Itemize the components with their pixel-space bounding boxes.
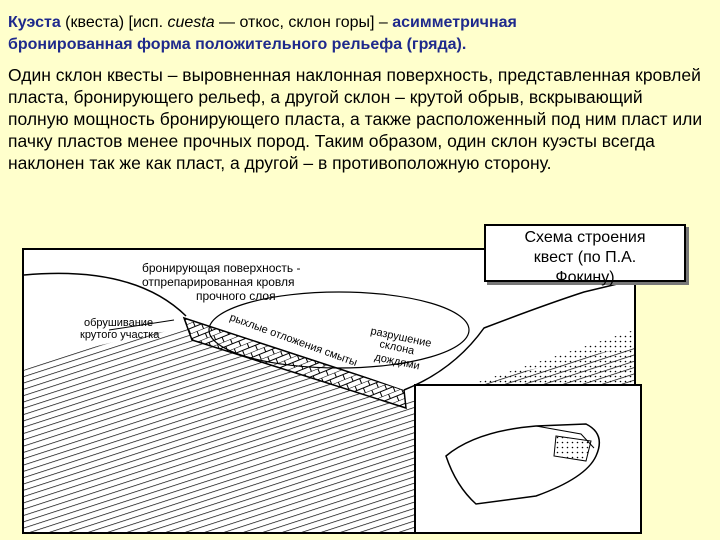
title-definition-2: бронированная форма положительного релье… bbox=[8, 36, 467, 53]
description-paragraph: Один склон квесты – выровненная наклонна… bbox=[8, 65, 703, 173]
label-collapse-2: крутого участка bbox=[80, 329, 160, 341]
inset-sketch bbox=[414, 384, 642, 534]
title-cuesta: cuesta bbox=[167, 14, 215, 31]
slope-outline bbox=[403, 279, 634, 391]
title-definition-1: асимметричная bbox=[392, 14, 517, 31]
diagram-caption: Схема строения квест (по П.А. Фокину) bbox=[484, 224, 686, 286]
label-armor-2: отпрепарированная кровля bbox=[142, 275, 295, 289]
caption-line-3: Фокину) bbox=[555, 269, 615, 286]
caption-line-1: Схема строения bbox=[524, 229, 646, 246]
inset-dotted bbox=[553, 435, 592, 462]
label-armor-1: бронирующая поверхность - bbox=[142, 261, 300, 275]
annotation-ellipse bbox=[208, 291, 470, 369]
label-collapse-1: обрушивание bbox=[84, 317, 153, 329]
sky-area bbox=[24, 250, 634, 390]
title-translation: — откос, склон горы] – bbox=[214, 14, 393, 31]
collapse-pointer bbox=[108, 319, 175, 331]
page-title: Куэста (квеста) [исп. cuesta — откос, ск… bbox=[8, 12, 708, 56]
caption-line-2: квест (по П.А. bbox=[533, 249, 637, 266]
armor-layer bbox=[182, 316, 407, 410]
inset-outline bbox=[445, 423, 601, 505]
inset-sketch-svg bbox=[445, 423, 601, 505]
title-note: (квеста) [исп. bbox=[60, 14, 168, 31]
label-armor-3: прочного слоя bbox=[196, 289, 276, 303]
title-term: Куэста bbox=[8, 14, 61, 31]
scarp-outline bbox=[24, 272, 187, 317]
